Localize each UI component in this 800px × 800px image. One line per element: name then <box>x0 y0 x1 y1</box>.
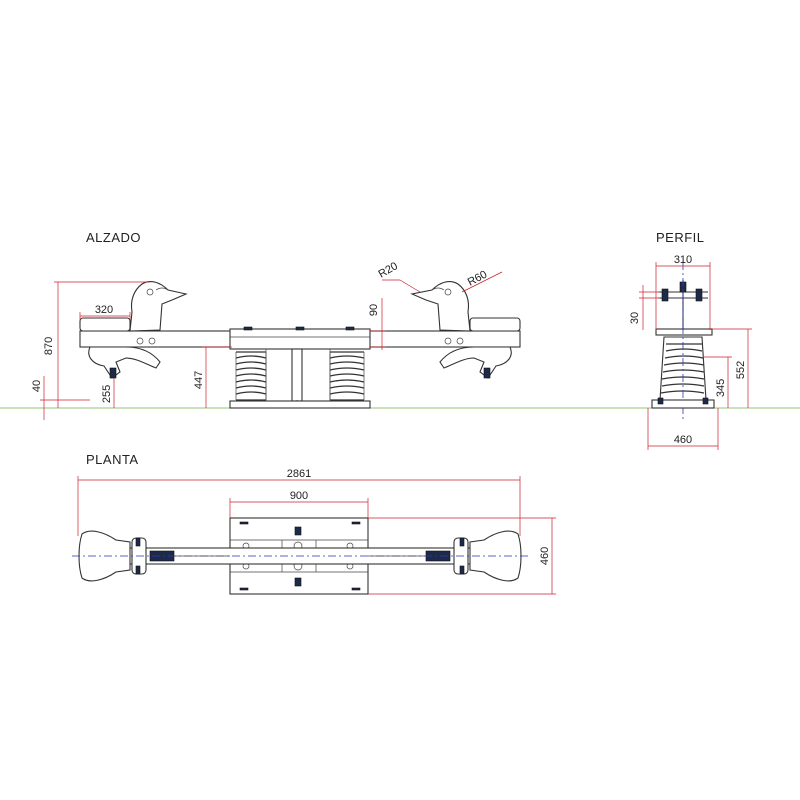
profile-top-plate <box>655 328 713 336</box>
dim-profile-spring: 345 <box>715 379 727 397</box>
profile-base <box>651 399 715 409</box>
left-seat <box>79 317 131 332</box>
elevation-dimensions: 870 40 320 255 447 90 R20 R60 <box>31 260 503 420</box>
dim-profile-height: 552 <box>735 361 747 379</box>
dim-profile-base-width: 460 <box>674 434 692 446</box>
plan-dimensions: 2861 900 460 <box>77 468 556 595</box>
dim-profile-handle: 30 <box>629 312 641 324</box>
center-top-plate <box>229 328 371 350</box>
dim-seat-width: 320 <box>95 304 113 316</box>
plan-title: PLANTA <box>86 452 139 467</box>
dim-radius-small: R20 <box>377 260 400 280</box>
left-dragon-figure <box>129 281 188 332</box>
right-dragon-figure <box>410 281 471 332</box>
dim-ground-offset: 40 <box>31 380 43 392</box>
profile-title: PERFIL <box>656 230 705 245</box>
left-spring <box>235 351 267 401</box>
dim-handle-height: 90 <box>368 304 380 316</box>
dim-radius-large: R60 <box>466 269 489 289</box>
dim-plan-total-length: 2861 <box>287 468 311 480</box>
dim-seat-height: 255 <box>101 385 113 403</box>
plan-view <box>72 517 528 595</box>
elevation-view <box>79 281 521 409</box>
right-feet <box>439 346 512 379</box>
profile-dimensions: 310 30 552 345 460 <box>629 254 752 450</box>
dim-plan-width: 460 <box>539 547 551 565</box>
left-feet <box>88 346 161 379</box>
center-post <box>291 348 303 402</box>
dim-profile-top-width: 310 <box>674 254 692 266</box>
profile-view <box>651 262 715 420</box>
dim-total-height: 870 <box>43 337 55 355</box>
base-plate <box>229 400 371 409</box>
right-spring <box>329 351 365 401</box>
dim-spring-height: 447 <box>193 371 205 389</box>
elevation-title: ALZADO <box>86 230 141 245</box>
right-seat <box>469 317 521 332</box>
dim-plan-base-length: 900 <box>290 490 308 502</box>
